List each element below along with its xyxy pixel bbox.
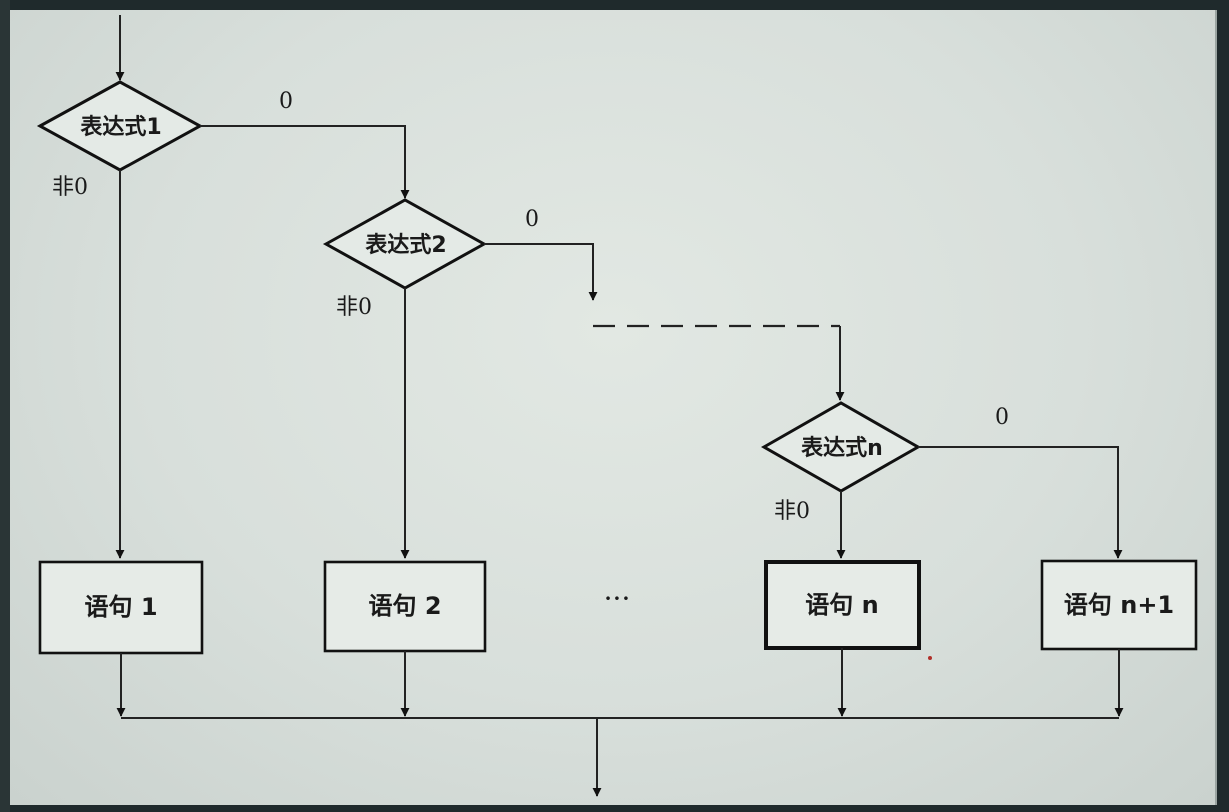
ellipsis-marker: ···	[604, 582, 631, 615]
statement-box-n-plus-1	[1040, 559, 1198, 651]
decision-n-false-edge	[918, 446, 1123, 559]
whiteboard-background	[10, 10, 1217, 805]
decision-1-false-label: 0	[279, 89, 293, 114]
decision-node-2-label: 表达式2	[365, 233, 446, 258]
statement-box-2-label: 语句 2	[368, 592, 441, 620]
statement-box-n	[764, 560, 921, 650]
decision-node-n-label: 表达式n	[801, 436, 883, 461]
decision-n-true-label: 非0	[774, 499, 810, 524]
decision-2-true-label: 非0	[336, 295, 372, 320]
statement-box-1-label: 语句 1	[84, 593, 157, 621]
statement-box-n-plus-1-label: 语句 n+1	[1064, 591, 1174, 619]
decision-1-true-label: 非0	[52, 175, 88, 200]
decision-2-false-edge	[484, 243, 598, 301]
board-speck	[928, 656, 932, 660]
decision-n-false-label: 0	[995, 405, 1009, 430]
decision-2-false-label: 0	[525, 207, 539, 232]
decision-1-false-edge	[200, 125, 410, 199]
statement-box-n-label: 语句 n	[805, 591, 878, 619]
decision-node-1-label: 表达式1	[80, 115, 161, 140]
